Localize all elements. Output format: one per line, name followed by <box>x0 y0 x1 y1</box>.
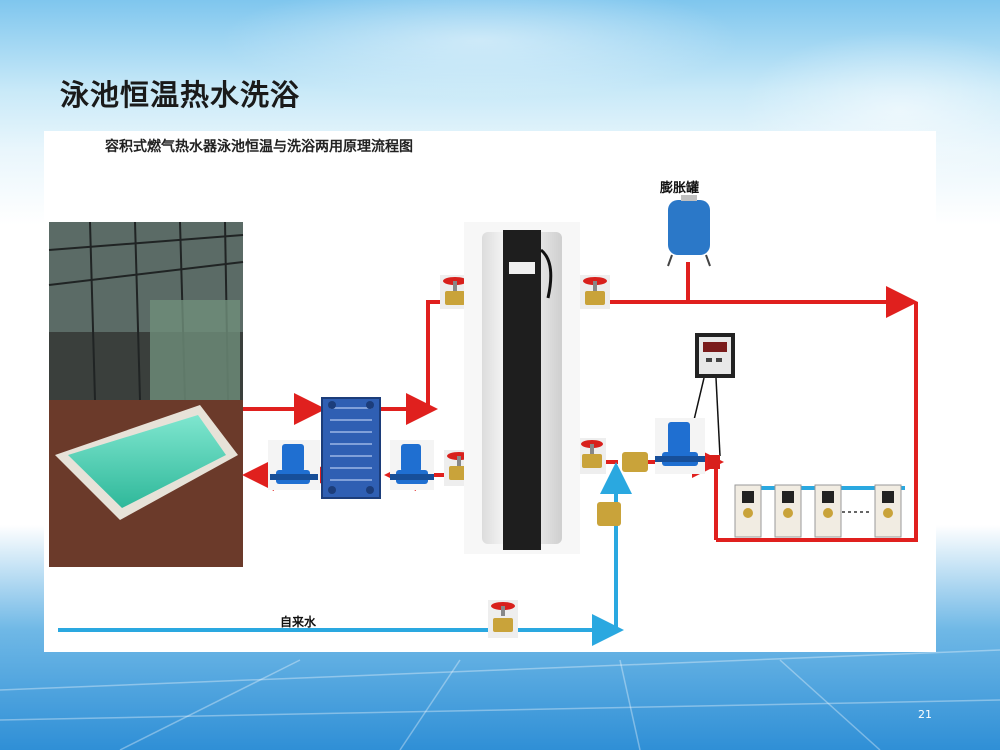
gate-valve-icon <box>580 275 610 309</box>
circulation-pump-icon <box>655 418 705 474</box>
shower-fixture-icon <box>815 485 841 537</box>
temperature-controller-icon <box>695 333 735 378</box>
circulation-pump-icon <box>390 440 434 490</box>
water-heater-tank-icon <box>464 222 580 554</box>
circulation-pump-icon <box>268 440 320 490</box>
shower-fixture-icon <box>735 485 761 537</box>
shower-fixture-icon <box>775 485 801 537</box>
gate-valve-icon <box>578 438 606 474</box>
temperature-sensor <box>708 455 720 469</box>
expansion-tank-icon <box>668 195 710 266</box>
gate-valve-icon <box>488 600 518 638</box>
page-number: 21 <box>918 708 932 721</box>
tap-water-label: 自来水 <box>280 613 316 630</box>
expansion-tank-label: 膨胀罐 <box>660 177 699 196</box>
pool-photo <box>49 222 243 567</box>
shower-fixture-icon <box>875 485 901 537</box>
plate-heat-exchanger-icon <box>322 398 380 498</box>
